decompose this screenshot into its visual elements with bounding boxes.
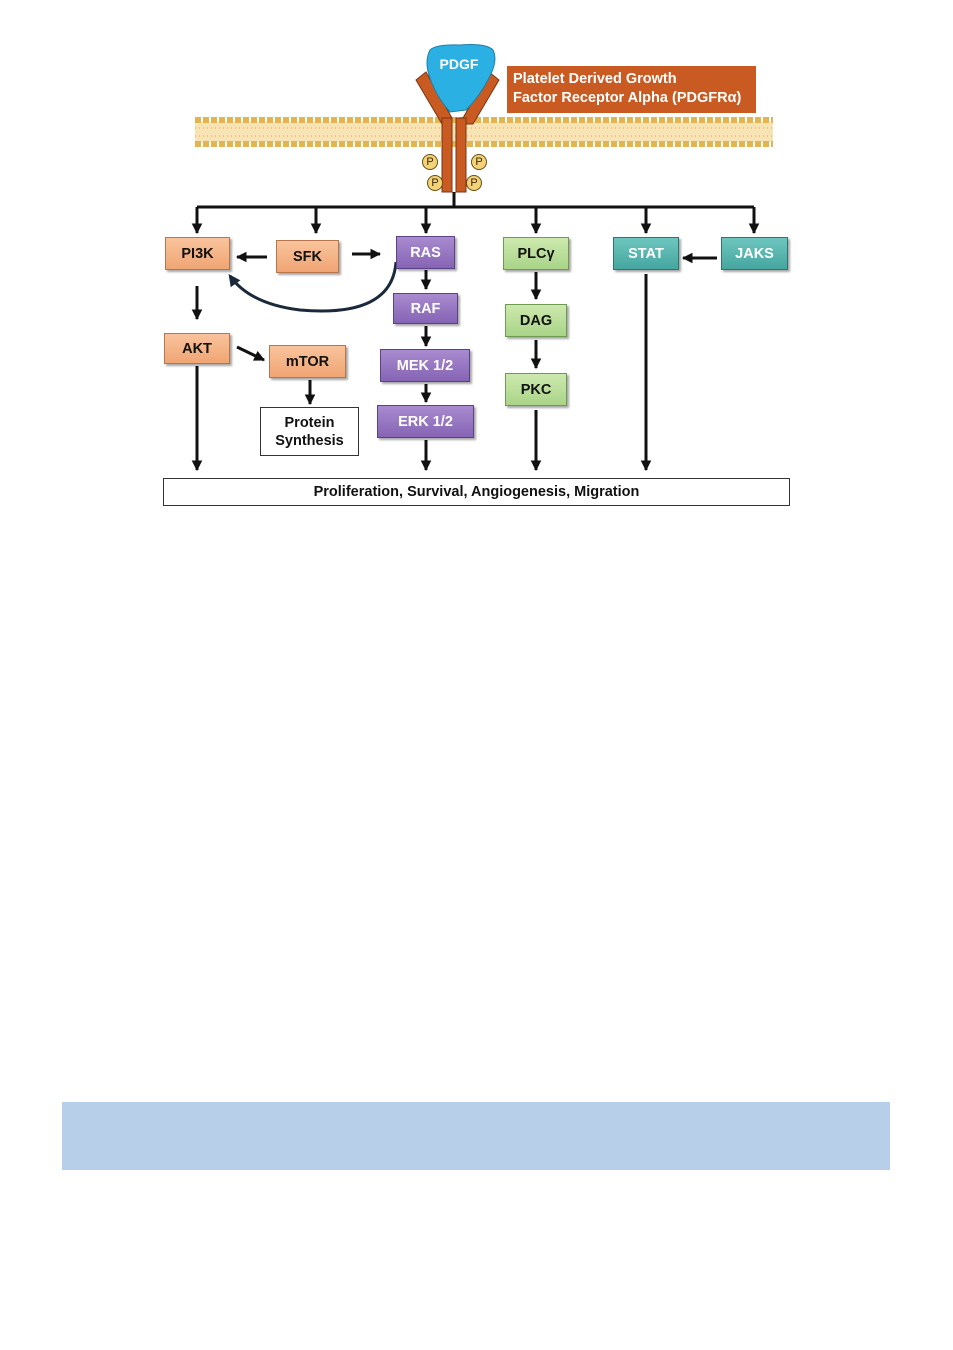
node-akt: AKT	[164, 333, 230, 364]
node-dag: DAG	[505, 304, 567, 337]
phosphate-icon: P	[427, 175, 443, 191]
outcome-bar: Proliferation, Survival, Angiogenesis, M…	[163, 478, 790, 506]
node-pkc: PKC	[505, 373, 567, 406]
node-plcg: PLCγ	[503, 237, 569, 270]
phosphate-icon: P	[422, 154, 438, 170]
node-pi3k: PI3K	[165, 237, 230, 270]
receptor-label-line1: Platelet Derived Growth	[513, 71, 677, 87]
arrow-akt-to-mtor	[236, 345, 265, 362]
protein-line2: Synthesis	[275, 432, 344, 449]
cell-membrane	[195, 117, 773, 147]
node-erk: ERK 1/2	[377, 405, 474, 438]
node-ras: RAS	[396, 236, 455, 269]
phosphate-icon: P	[466, 175, 482, 191]
node-raf: RAF	[393, 293, 458, 324]
pdgfr-alpha-receptor	[415, 71, 500, 193]
lateral-arrows	[235, 248, 717, 362]
node-jaks: JAKS	[721, 237, 788, 270]
node-protein-synthesis: Protein Synthesis	[260, 407, 359, 456]
pathway-arrows	[191, 270, 652, 472]
node-mtor: mTOR	[269, 345, 346, 378]
protein-line1: Protein	[284, 414, 335, 431]
arrow-ras-to-pi3k-curve	[228, 261, 398, 313]
receptor-label: Platelet Derived Growth Factor Receptor …	[507, 66, 756, 113]
node-sfk: SFK	[276, 240, 339, 273]
footer-band	[62, 1102, 890, 1170]
phosphate-icon: P	[471, 154, 487, 170]
pdgf-ligand-shape	[426, 44, 496, 113]
receptor-label-line2: Factor Receptor Alpha (PDGFRα)	[513, 90, 742, 106]
node-mek: MEK 1/2	[380, 349, 470, 382]
bus-drops	[191, 207, 760, 235]
node-stat: STAT	[613, 237, 679, 270]
pdgf-label: PDGF	[439, 56, 479, 72]
